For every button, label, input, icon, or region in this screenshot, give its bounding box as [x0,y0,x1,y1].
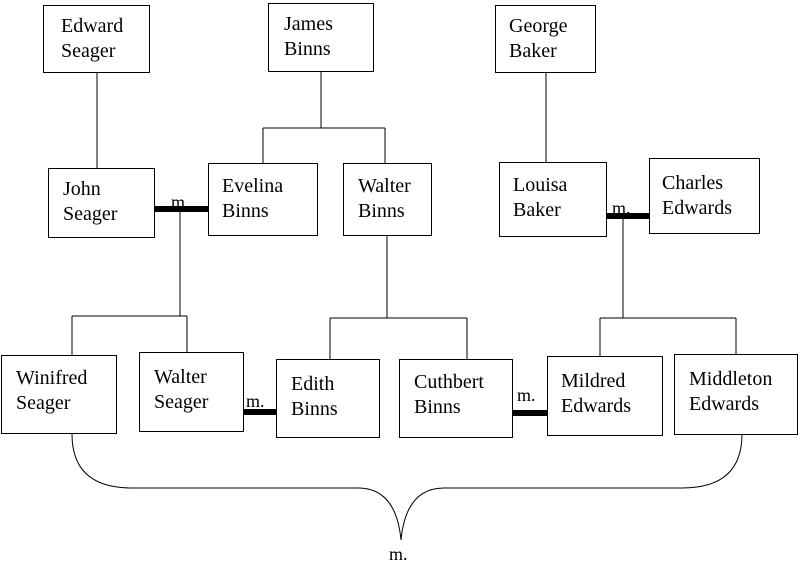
person-cuthbert-binns: Cuthbert Binns [399,359,513,438]
marriage-label-cuthbert-mildred: m. [517,385,536,405]
person-mildred-edwards: Mildred Edwards [547,356,663,436]
first-name: Evelina [222,175,284,197]
person-louisa-baker: Louisa Baker [499,162,607,237]
last-name: Edwards [662,197,732,219]
marriage-label-winifred-middleton: m. [389,544,408,564]
person-walter-binns: Walter Binns [343,163,432,236]
person-edward-seager: Edward Seager [43,5,150,73]
last-name: Binns [358,200,405,222]
first-name: George [509,15,568,37]
last-name: Binns [222,200,269,222]
marriage-label-louisa-charles: m. [612,198,631,218]
last-name: Binns [414,396,461,418]
marriage-bars [155,206,649,416]
last-name: Baker [509,40,557,62]
first-name: John [63,178,101,200]
first-name: Edward [61,15,124,37]
last-name: Seager [154,391,209,413]
last-name: Seager [61,40,116,62]
first-name: Winifred [16,367,88,389]
last-name: Baker [513,199,561,221]
person-walter-seager: Walter Seager [139,352,244,432]
first-name: Mildred [561,370,626,392]
first-name: Charles [662,172,724,194]
person-george-baker: George Baker [495,5,596,73]
marriage-label-walter-edith: m. [246,391,265,411]
person-edith-binns: Edith Binns [276,359,380,438]
last-name: Seager [16,392,71,414]
marriage-label-john-evelina: m [171,192,186,212]
last-name: Binns [284,38,331,60]
first-name: Walter [154,366,207,388]
person-winifred-seager: Winifred Seager [1,355,117,434]
last-name: Binns [291,398,338,420]
first-name: James [284,13,333,35]
last-name: Edwards [561,395,631,417]
person-middleton-edwards: Middleton Edwards [674,354,798,435]
first-name: Edith [291,373,335,395]
first-name: Cuthbert [414,371,484,393]
last-name: Edwards [689,393,759,415]
first-name: Louisa [513,174,568,196]
person-james-binns: James Binns [268,3,374,72]
first-name: Walter [358,175,411,197]
person-charles-edwards: Charles Edwards [649,158,760,234]
person-john-seager: John Seager [48,168,155,238]
person-evelina-binns: Evelina Binns [208,163,318,236]
first-name: Middleton [689,368,773,390]
last-name: Seager [63,203,118,225]
